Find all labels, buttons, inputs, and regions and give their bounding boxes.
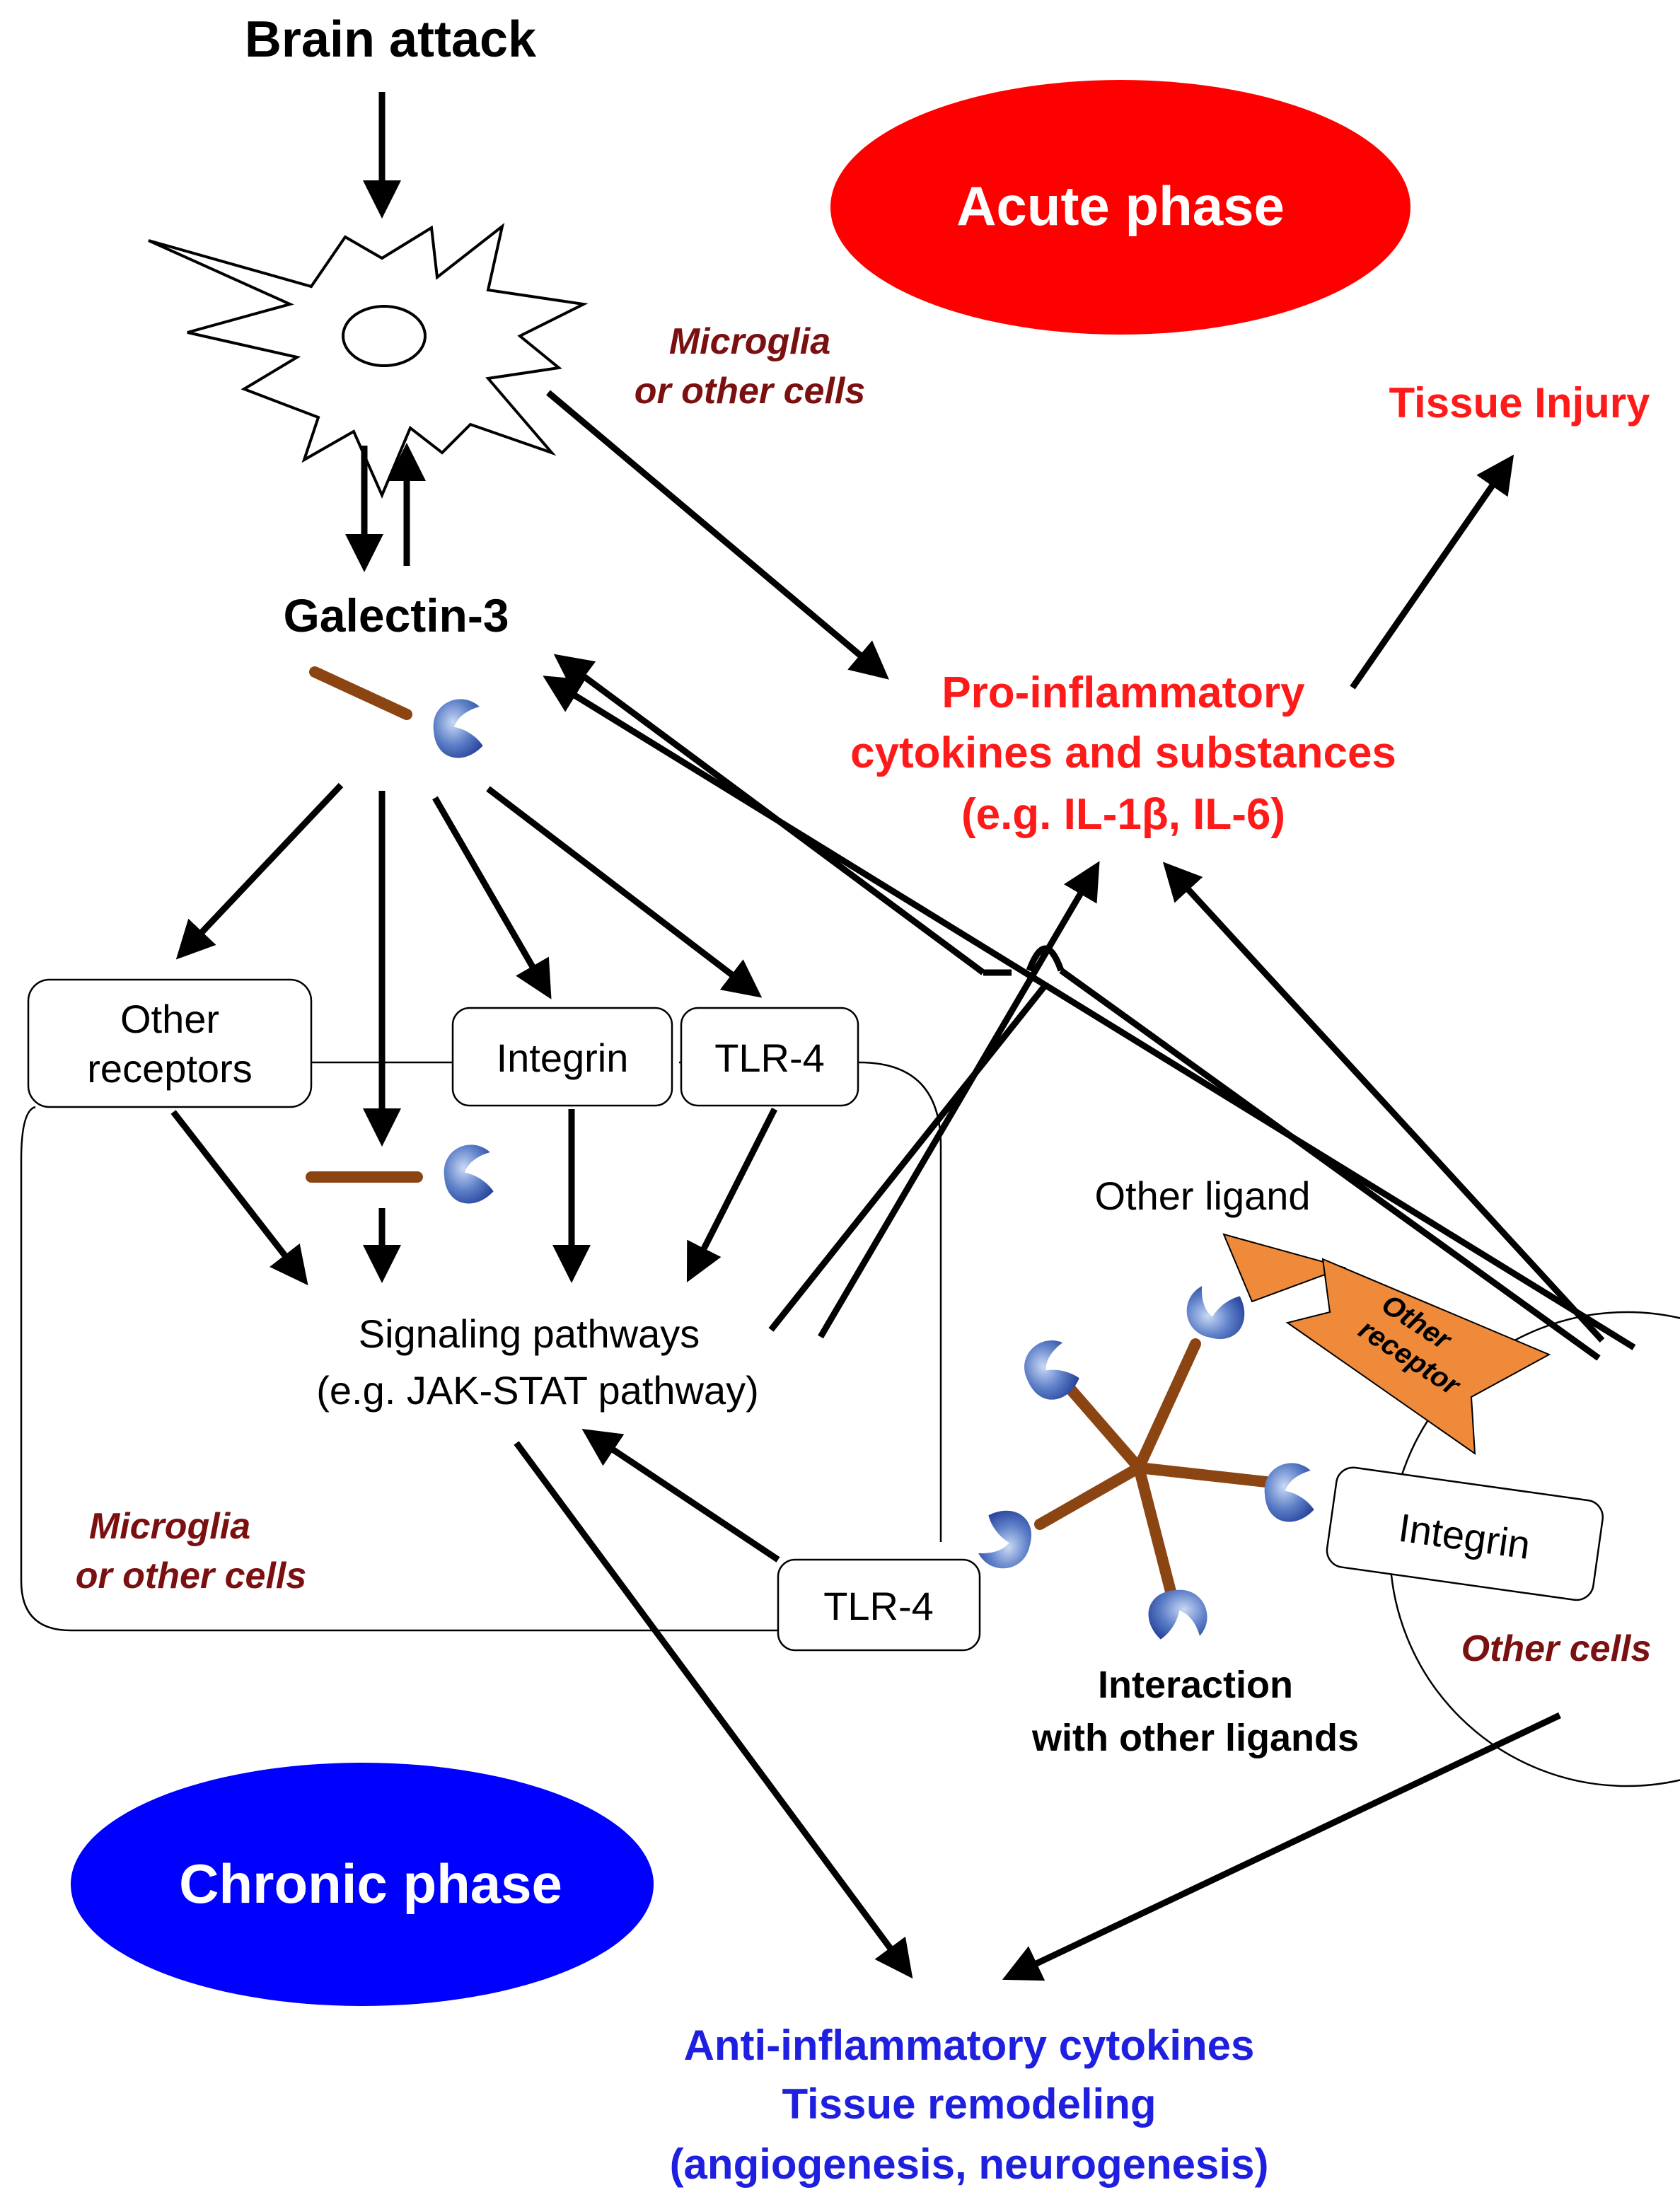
- acute-phase-ellipse: Acute phase: [830, 80, 1410, 335]
- other-receptors-to-signaling-arrow: [170, 1110, 308, 1286]
- tlr4-bottom-box: TLR-4: [777, 1558, 981, 1652]
- tlr4-top-label: TLR-4: [714, 1036, 825, 1080]
- microglia-top-label-1: Microglia: [669, 321, 830, 362]
- galectin-to-tlr4-arrow: [486, 786, 763, 998]
- anti-inflammatory-label-1: Anti-inflammatory cytokines: [684, 2022, 1255, 2069]
- microglia-to-proinflammatory-arrow: [546, 390, 889, 680]
- galectin-to-other-receptors-arrow: [175, 782, 344, 960]
- other-cells-to-proinflammatory-arrow: [1162, 862, 1605, 1343]
- tlr4-bottom-label: TLR-4: [823, 1584, 934, 1628]
- pro-inflammatory-label-1: Pro-inflammatory: [942, 668, 1305, 717]
- signaling-to-proinflammatory-arrow: [818, 861, 1100, 1339]
- tlr4-to-signaling-arrow: [686, 1107, 778, 1283]
- microglia-cell-icon: [148, 222, 589, 499]
- galectin-to-integrin-arrow: [432, 796, 552, 999]
- other-receptors-box: Other receptors: [27, 978, 313, 1108]
- signaling-pathways-label-1: Signaling pathways: [359, 1311, 700, 1356]
- pro-inflammatory-label-2: cytokines and substances: [850, 729, 1396, 777]
- signaling-pathways-label-2: (e.g. JAK-STAT pathway): [316, 1368, 759, 1413]
- signaling-to-anti-inflammatory-arrow: [514, 1441, 913, 1979]
- integrin-label: Integrin: [497, 1036, 629, 1080]
- pro-inflammatory-to-injury-arrow: [1350, 454, 1514, 690]
- other-receptors-label-1: Other: [120, 997, 219, 1041]
- tissue-injury-label: Tissue Injury: [1389, 379, 1650, 427]
- integrin-box: Integrin: [451, 1007, 673, 1107]
- anti-inflammatory-label-3: (angiogenesis, neurogenesis): [670, 2140, 1269, 2188]
- chronic-phase-label: Chronic phase: [179, 1853, 562, 1915]
- galectin-3-molecule-icon: [309, 666, 483, 758]
- other-cells-to-galectin-arrow-2: [543, 676, 1636, 1350]
- chronic-phase-ellipse: Chronic phase: [71, 1763, 654, 2006]
- acute-phase-label: Acute phase: [956, 175, 1285, 237]
- brain-attack-label: Brain attack: [245, 11, 537, 68]
- microglia-bottom-label-1: Microglia: [89, 1506, 250, 1547]
- galectin-3-label: Galectin-3: [283, 589, 509, 642]
- other-cells-to-galectin-line-2: [1059, 968, 1601, 1361]
- pro-inflammatory-label-3: (e.g. IL-1β, IL-6): [961, 790, 1285, 839]
- microglia-bottom-label-2: or other cells: [76, 1555, 307, 1596]
- interaction-label-2: with other ligands: [1031, 1717, 1359, 1759]
- galectin-3-pentamer-icon: [972, 1280, 1314, 1640]
- integrin-right-box: Integrin: [1326, 1466, 1604, 1601]
- interaction-label-1: Interaction: [1098, 1664, 1293, 1706]
- other-receptor-icon: Other receptor: [1285, 1258, 1551, 1456]
- other-cells-label: Other cells: [1461, 1628, 1652, 1669]
- line-crossing-hop: [1026, 945, 1065, 972]
- anti-inflammatory-label-2: Tissue remodeling: [782, 2080, 1156, 2128]
- signaling-to-proinflammatory-line: [768, 981, 1050, 1332]
- tlr4-top-box: TLR-4: [680, 1007, 859, 1107]
- other-cells-to-anti-inflammatory-arrow: [1002, 1712, 1561, 1981]
- tlr4-bottom-to-signaling-arrow: [581, 1429, 780, 1563]
- other-ligand-icon: [1222, 1233, 1347, 1303]
- other-ligand-label: Other ligand: [1094, 1173, 1310, 1218]
- other-receptors-label-2: receptors: [87, 1046, 252, 1091]
- microglia-top-label-2: or other cells: [635, 371, 866, 412]
- galectin-3-intracellular-icon: [306, 1144, 494, 1204]
